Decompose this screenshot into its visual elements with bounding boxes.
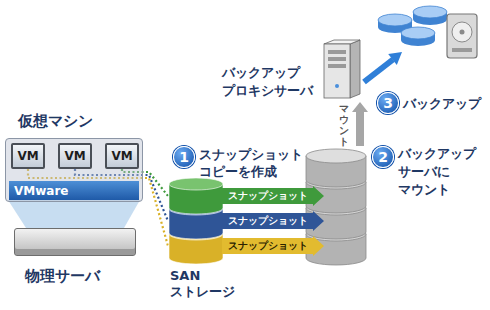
tower-front	[324, 44, 350, 98]
disk-top	[306, 149, 366, 163]
backup-arrow-head	[388, 52, 402, 65]
disk-top	[378, 14, 412, 26]
step-description: スナップショット コピーを作成	[199, 146, 303, 180]
step-number: 3	[377, 92, 399, 114]
hypervisor-band: VMware	[9, 181, 139, 200]
group-heading: 仮想マシン	[18, 112, 93, 131]
drive-bay	[328, 57, 346, 61]
storage-cylinder	[168, 176, 224, 266]
drive-spindle	[460, 30, 465, 35]
arrow-label: スナップショット	[228, 239, 308, 253]
tower-side	[350, 40, 360, 98]
step-description: バックアップ サーバに マウント	[398, 145, 482, 199]
vm-label: VM	[17, 149, 38, 163]
vm-box: VM	[105, 143, 139, 169]
arrow-label: マウント	[339, 103, 349, 147]
arrow-body	[222, 186, 324, 206]
disk-top	[401, 27, 435, 39]
vm-label: VM	[64, 149, 85, 163]
callout-number: 3	[383, 95, 393, 111]
storage-label: SAN ストレージ	[170, 268, 242, 300]
snapshot-arrow: スナップショット	[222, 186, 324, 206]
step-number: 2	[372, 146, 394, 168]
server-label: バックアップ プロキシサーバ	[222, 64, 318, 100]
server-label: 物理サーバ	[25, 267, 100, 286]
power-led	[335, 84, 339, 88]
projection-band	[8, 200, 140, 228]
physical-server: 物理サーバ	[14, 228, 136, 256]
arrow-label: スナップショット	[228, 214, 308, 228]
drive-bay	[328, 64, 346, 68]
step-number: 1	[173, 146, 195, 168]
snapshot-arrow: スナップショット	[222, 211, 324, 231]
hard-drive	[447, 14, 477, 58]
vm-host-box: 仮想マシンVMVMVMVMware	[5, 138, 143, 202]
vm-box: VM	[11, 143, 45, 169]
hypervisor-label: VMware	[14, 184, 68, 198]
san-storage: SAN ストレージ	[168, 176, 224, 266]
callout-number: 1	[179, 149, 189, 165]
drive-bay	[328, 50, 346, 54]
proxy-server: バックアップ プロキシサーバ	[322, 40, 362, 100]
drive-platter	[452, 22, 472, 42]
drive-slot	[452, 48, 472, 52]
backup-arrow	[364, 60, 393, 83]
backup-disks	[378, 6, 447, 46]
drive-case	[447, 14, 477, 58]
step-description: バックアップ	[403, 95, 481, 113]
arrow-body	[222, 236, 324, 256]
snapshot-arrow: スナップショット	[222, 236, 324, 256]
arrow-label: スナップショット	[228, 189, 308, 203]
tower-top	[324, 40, 360, 44]
callout-number: 2	[378, 149, 388, 165]
server-tower	[322, 40, 362, 100]
disk-top	[169, 178, 223, 190]
vm-label: VM	[111, 149, 132, 163]
arrow-body	[222, 211, 324, 231]
disk-top	[413, 6, 447, 18]
mount-arrow	[352, 102, 368, 146]
vm-box: VM	[58, 143, 92, 169]
